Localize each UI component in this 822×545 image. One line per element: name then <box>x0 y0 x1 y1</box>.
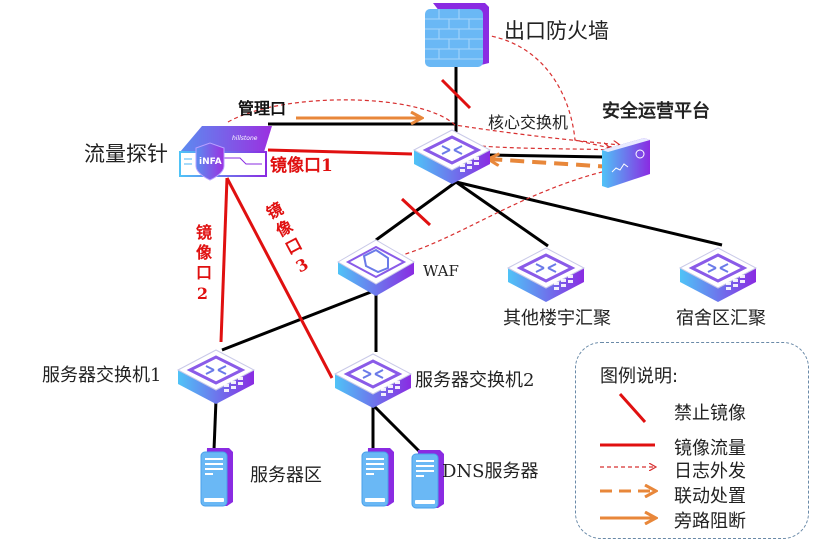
link-core-other <box>455 180 549 248</box>
mirror-link-2 <box>219 177 229 343</box>
server-switch-2-icon[interactable] <box>333 352 413 410</box>
link-core-dorm <box>455 180 723 247</box>
dns-server-label: DNS服务器 <box>442 461 539 482</box>
dorm-label: 宿舍区汇聚 <box>676 308 766 329</box>
link-ss2-dns <box>371 403 422 454</box>
server-icon[interactable] <box>361 447 395 507</box>
legend-symbol-no-mirror <box>618 393 647 423</box>
legend-symbols <box>600 393 656 518</box>
log-arrow-probe <box>227 99 620 145</box>
no-mirror-mark-firewall <box>440 78 472 110</box>
core-switch-label: 核心交换机 <box>488 113 569 132</box>
waf-label: WAF <box>423 262 459 280</box>
legend-item-mirror-traffic: 镜像流量 <box>674 438 746 459</box>
mirror-port-1-label: 镜像口1 <box>270 156 333 176</box>
monitor-panel-icon[interactable] <box>602 138 650 188</box>
log-arrow-firewall <box>477 33 610 148</box>
core-switch-icon[interactable] <box>412 128 492 186</box>
firewall-label: 出口防火墙 <box>504 19 609 43</box>
server-zone-icon[interactable] <box>200 447 234 507</box>
no-mirror-marks <box>400 78 472 227</box>
legend-item-linkage-action: 联动处置 <box>674 486 746 507</box>
probe-label: 流量探针 <box>84 142 168 166</box>
dns-server-icon[interactable] <box>411 449 445 509</box>
probe-appliance-icon[interactable]: iNFA hillstone <box>179 126 272 181</box>
no-mirror-mark-waf <box>400 197 432 227</box>
mirror-port-2-label: 镜像口2 <box>193 224 212 307</box>
server-switch-1-label: 服务器交换机1 <box>42 365 162 386</box>
mirror-link-3 <box>225 177 334 379</box>
mgmt-port-label: 管理口 <box>238 99 287 118</box>
probe-badge: iNFA <box>199 157 222 167</box>
link-ss1-servers <box>212 399 218 451</box>
dorm-switch-icon[interactable] <box>678 246 758 304</box>
legend-box <box>575 342 809 539</box>
other-buildings-label: 其他楼宇汇聚 <box>503 308 611 329</box>
waf-shield-icon[interactable] <box>337 239 415 296</box>
linkage-action-arrow <box>488 159 613 169</box>
mirror-link-1 <box>267 148 413 156</box>
firewall-brick-icon[interactable] <box>425 3 489 67</box>
link-core-soc <box>489 153 606 159</box>
server-zone-label: 服务器区 <box>250 465 322 486</box>
link-waf-ss1 <box>221 288 377 352</box>
legend-item-bypass-block: 旁路阻断 <box>674 511 746 532</box>
mirror-links <box>219 148 413 379</box>
network-links <box>212 65 723 454</box>
server-switch-2-label: 服务器交换机2 <box>415 370 535 391</box>
legend-title: 图例说明: <box>600 366 679 387</box>
server-switch-1-icon[interactable] <box>176 348 256 406</box>
soc-label: 安全运营平台 <box>602 101 710 122</box>
legend-item-log-export: 日志外发 <box>674 461 746 482</box>
legend-item-no-mirror: 禁止镜像 <box>674 403 746 424</box>
svg-text:hillstone: hillstone <box>232 135 258 142</box>
other-buildings-switch-icon[interactable] <box>506 246 586 304</box>
